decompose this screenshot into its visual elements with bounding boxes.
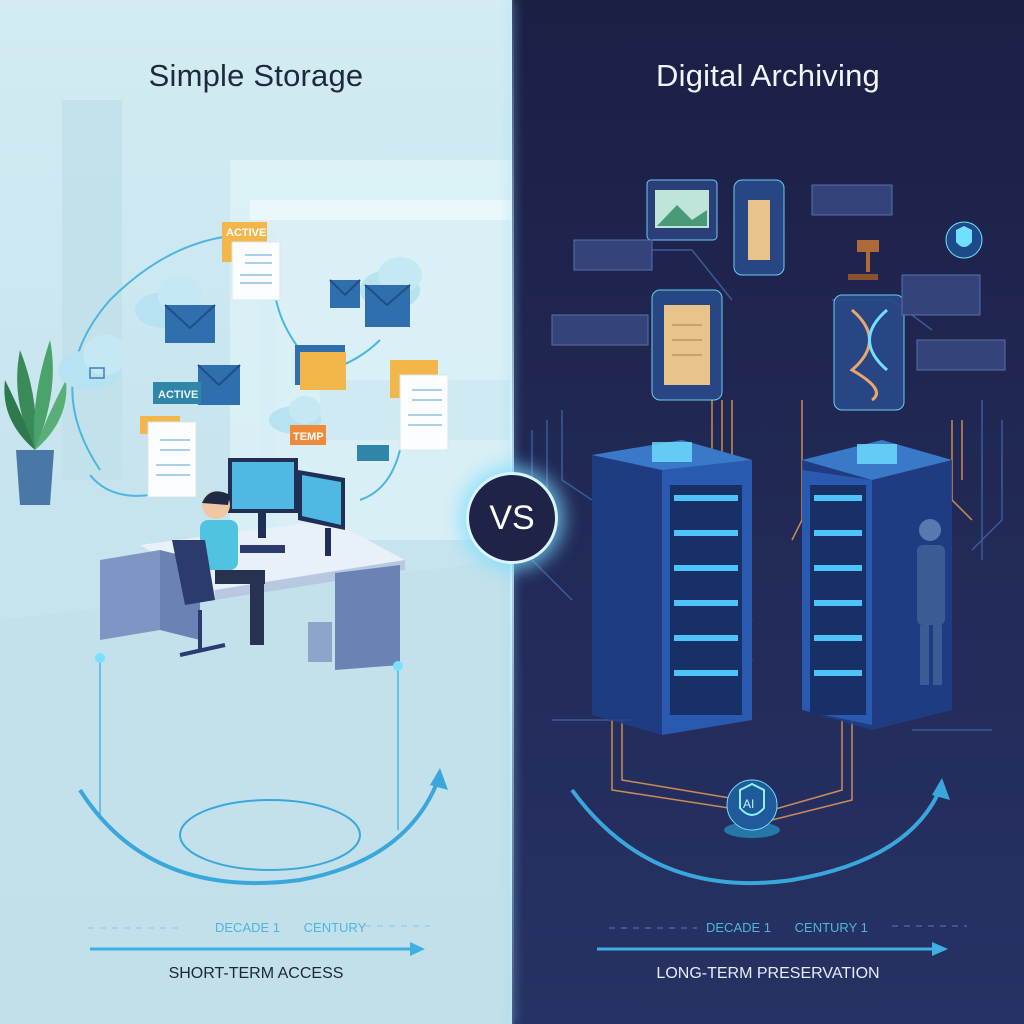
long-term-caption: LONG-TERM PRESERVATION xyxy=(656,965,880,982)
orbit-ring xyxy=(179,799,361,871)
glow-node xyxy=(393,661,403,671)
digital-archiving-panel: Digital Archiving xyxy=(512,0,1024,1024)
security-guard xyxy=(917,519,945,685)
scroll-card-icon xyxy=(651,289,723,401)
floor xyxy=(0,560,512,1024)
short-term-caption: SHORT-TERM ACCESS xyxy=(168,965,344,982)
timeline-label-decade: DECADE 1 xyxy=(706,920,772,935)
simple-storage-title: Simple Storage xyxy=(148,58,364,93)
scroll-card-icon xyxy=(733,179,785,276)
image-card-icon xyxy=(646,179,718,241)
trash-bin xyxy=(308,622,332,662)
person-at-desk xyxy=(172,491,265,657)
arrowhead xyxy=(932,778,950,800)
arrowhead xyxy=(430,768,448,790)
cycle-arrow xyxy=(78,774,442,886)
timeline-labels: DECADE 1 CENTURY 1 xyxy=(696,920,878,935)
flow-arrow xyxy=(359,449,401,501)
timeline-labels: DECADE 1 CENTURY xyxy=(205,920,376,935)
flow-arrow xyxy=(71,234,241,471)
timeline-arrowhead xyxy=(932,942,948,956)
timeline-arrowhead xyxy=(410,942,425,956)
dna-card-icon xyxy=(833,294,905,411)
email-envelope-icon xyxy=(164,304,216,343)
folder-active-label: ACTIVE xyxy=(226,227,266,239)
vs-badge: VS xyxy=(466,472,558,564)
digital-archiving-title: Digital Archiving xyxy=(656,58,880,93)
timeline-label-century: CENTURY xyxy=(303,920,367,935)
pillar xyxy=(62,100,122,480)
document-icon xyxy=(140,416,197,498)
server-rack xyxy=(592,440,752,735)
email-envelope-icon xyxy=(364,284,411,327)
active-label-tag: ACTIVE xyxy=(153,382,201,404)
office-illustration: ACTIVE ACTIVE TEMP xyxy=(0,100,512,1024)
svg-text:ACTIVE: ACTIVE xyxy=(158,389,198,401)
flow-arrow xyxy=(89,474,151,497)
metadata-cards xyxy=(551,184,1006,371)
svg-text:TEMP: TEMP xyxy=(293,431,324,443)
window-frame xyxy=(260,230,276,530)
email-envelope-icon xyxy=(329,279,361,308)
folder-document-icon xyxy=(390,360,449,451)
timeline-label-century: CENTURY 1 xyxy=(794,920,868,935)
cycle-arrow xyxy=(570,784,944,886)
ai-shield-badge: AI xyxy=(724,779,780,838)
folder-icon xyxy=(295,345,346,390)
cloud-icon xyxy=(58,335,127,390)
gavel-icon xyxy=(848,240,879,280)
temp-label-tag: TEMP xyxy=(290,425,326,445)
svg-text:AI: AI xyxy=(743,797,754,811)
monitor-icon xyxy=(228,458,345,556)
plant-icon xyxy=(4,340,67,505)
server-illustration: AI xyxy=(531,179,1006,956)
shield-icon xyxy=(945,221,983,259)
ceiling-beam xyxy=(250,200,512,220)
keyboard xyxy=(240,545,285,553)
file-label-tag xyxy=(357,445,389,461)
email-envelope-icon xyxy=(197,364,241,405)
folder-active-icon: ACTIVE xyxy=(222,222,281,301)
simple-storage-panel: Simple Storage ACTIVE xyxy=(0,0,512,1024)
glow-node xyxy=(95,653,105,663)
timeline-label-decade: DECADE 1 xyxy=(215,920,281,935)
server-rack xyxy=(802,440,952,730)
